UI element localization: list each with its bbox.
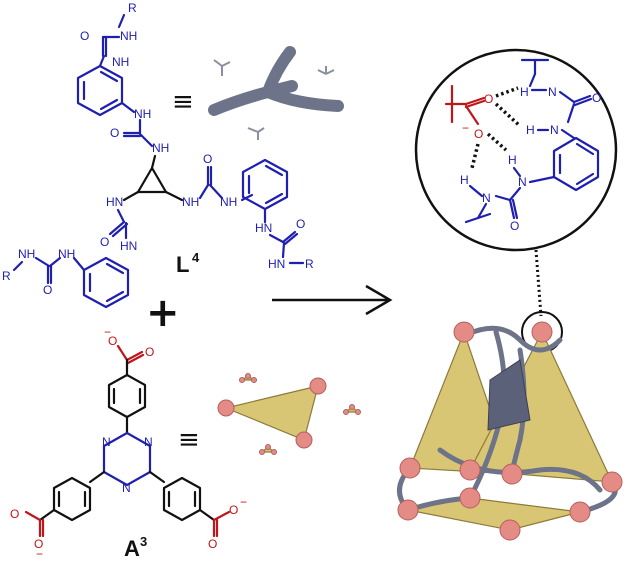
anion-cartoon xyxy=(217,373,361,455)
o-dbl-top: O xyxy=(145,345,154,359)
o-top: O xyxy=(80,29,89,43)
hbond-zoom-inset: O O − H N O N H H N xyxy=(414,48,618,252)
o-right: O xyxy=(203,152,212,166)
o-left2: O xyxy=(43,283,52,297)
hn-right: HN xyxy=(255,221,272,235)
inset-charge: − xyxy=(462,121,469,135)
anion-label-sup: 3 xyxy=(140,534,147,549)
inset-o-minus: O xyxy=(474,127,483,141)
r-group-left: R xyxy=(2,269,11,283)
nh-mid: NH xyxy=(134,107,151,121)
o-right2: O xyxy=(296,217,305,231)
ligand-label: L xyxy=(176,252,189,277)
nh-mid2: NH xyxy=(152,141,169,155)
o-dbl-left: O xyxy=(10,507,19,521)
nh-top: NH xyxy=(120,29,137,43)
ligand-structure: R NH O NH NH O NH NH O NH xyxy=(2,1,314,309)
hn-left2: HN xyxy=(120,239,137,253)
assembled-cage xyxy=(397,321,623,541)
ligand-cartoon xyxy=(208,46,344,140)
o-left: O xyxy=(100,235,109,249)
inset-connector xyxy=(534,249,543,317)
nh-left: NH xyxy=(58,247,75,261)
o-minus-left: O xyxy=(34,537,43,551)
inset-n2: N xyxy=(550,123,559,137)
triazine-n3: N xyxy=(122,481,131,495)
o-minus-right: O xyxy=(229,503,238,517)
nh-left3: NH xyxy=(18,247,35,261)
inset-h4: H xyxy=(460,173,469,187)
plus-sign: + xyxy=(146,290,180,336)
o-minus-top: O xyxy=(108,334,117,348)
anion-structure: O − O N N N O O − O xyxy=(10,325,247,561)
equiv-sign-anion: ≡ xyxy=(178,425,200,455)
nh-right2: NH xyxy=(220,195,237,209)
nh-right: NH xyxy=(182,195,199,209)
o-mid: O xyxy=(110,126,119,140)
inset-h1: H xyxy=(520,85,529,99)
hn-left: HN xyxy=(106,195,123,209)
inset-h2: H xyxy=(526,123,535,137)
inset-h3: H xyxy=(508,153,517,167)
inset-o1: O xyxy=(592,91,601,105)
charge-top: − xyxy=(104,325,111,339)
inset-o-dbl: O xyxy=(484,92,493,106)
reaction-arrow xyxy=(272,284,393,316)
o-dbl-right: O xyxy=(208,537,217,551)
charge-right: − xyxy=(240,495,247,509)
anion-label: A xyxy=(124,536,140,561)
triazine-n2: N xyxy=(102,435,111,449)
nh-top2: NH xyxy=(112,55,129,69)
triazine-n1: N xyxy=(144,435,153,449)
r-group-right: R xyxy=(305,257,314,271)
inset-n3: N xyxy=(518,175,527,189)
inset-n4: N xyxy=(482,191,491,205)
charge-left: − xyxy=(36,547,43,561)
equiv-sign-ligand: ≡ xyxy=(172,87,194,117)
inset-o2: O xyxy=(510,219,519,233)
ligand-label-sup: 4 xyxy=(192,250,200,265)
inset-n1: N xyxy=(548,85,557,99)
hn-right3: HN xyxy=(268,257,285,271)
r-group-top: R xyxy=(128,1,137,15)
